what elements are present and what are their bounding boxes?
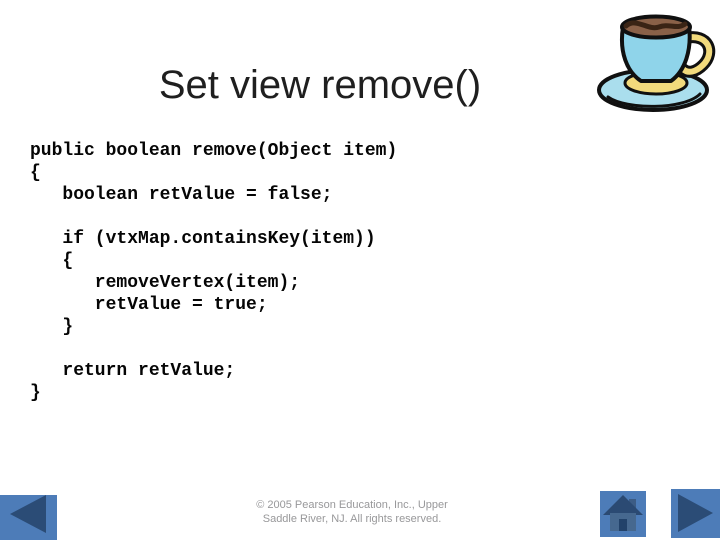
back-button[interactable] (0, 495, 57, 540)
footer-line-1: © 2005 Pearson Education, Inc., Upper (256, 499, 448, 511)
back-arrow-icon (10, 495, 46, 533)
slide-title: Set view remove() (158, 62, 482, 107)
code-block: public boolean remove(Object item) { boo… (30, 141, 398, 403)
coffee-cup-icon (597, 14, 716, 112)
footer-line-2: Saddle River, NJ. All rights reserved. (262, 512, 442, 525)
footer-copyright: © 2005 Pearson Education, Inc., Upper Sa… (232, 499, 472, 526)
forward-arrow-icon (678, 494, 713, 532)
coffee-cup-image (596, 2, 716, 115)
home-button[interactable] (600, 491, 646, 537)
home-icon (603, 495, 643, 531)
next-button[interactable] (671, 489, 720, 538)
